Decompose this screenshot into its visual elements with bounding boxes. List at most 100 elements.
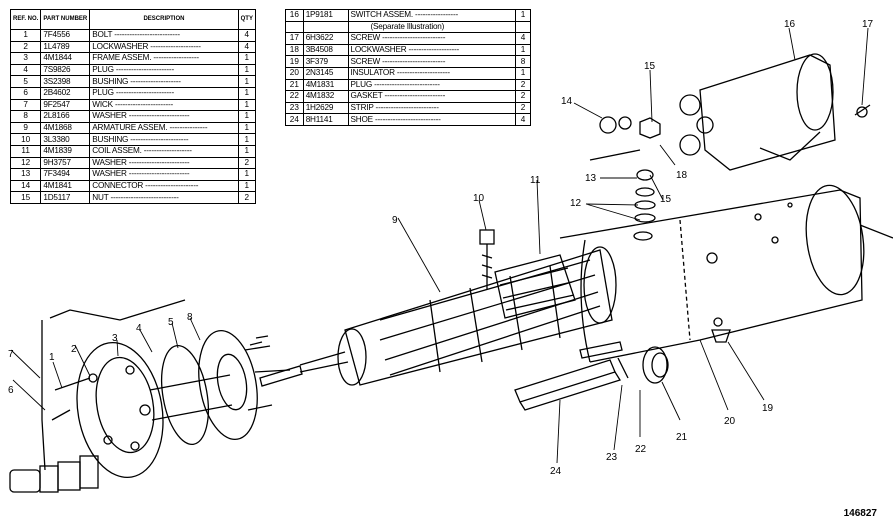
lockwasher — [88, 373, 98, 383]
motor-housing — [559, 184, 893, 363]
header-ref: REF. NO. — [9, 9, 42, 30]
qty-cell: 4 — [237, 29, 257, 42]
qty-cell — [514, 21, 532, 34]
qty-cell: 4 — [514, 32, 532, 45]
part-number-cell: 1P9181 — [302, 9, 349, 22]
description-cell: GASKET ------------------------ — [347, 90, 516, 103]
ref-cell: 7 — [9, 98, 42, 112]
part-number-cell: 1L4789 — [40, 40, 91, 54]
qty-cell: 2 — [237, 156, 257, 170]
ref-cell: 16 — [285, 9, 304, 22]
qty-cell: 2 — [237, 191, 257, 204]
ref-cell: 6 — [9, 86, 42, 100]
part-number-cell: 4M1844 — [40, 52, 91, 65]
qty-cell: 1 — [237, 75, 257, 88]
description-cell: BOLT -------------------------- — [89, 29, 239, 42]
strip — [617, 357, 629, 379]
part-number-cell: 8H1141 — [302, 113, 349, 126]
part-number-cell: 9H3757 — [40, 156, 91, 170]
ref-cell — [285, 21, 304, 34]
description-cell: BUSHING ----------------------- — [89, 133, 239, 146]
callout-5: 5 — [168, 317, 174, 328]
callout-22: 22 — [635, 444, 647, 455]
description-cell: SCREW ------------------------- — [347, 55, 516, 68]
callout-17: 17 — [862, 19, 874, 30]
qty-cell: 2 — [514, 90, 532, 103]
description-cell: WASHER ------------------------ — [89, 156, 239, 170]
ref-cell: 15 — [9, 191, 42, 204]
ref-cell: 22 — [285, 90, 304, 103]
callout-18: 18 — [676, 170, 688, 181]
plug — [651, 352, 669, 378]
ref-cell: 1 — [9, 29, 42, 42]
description-cell: LOCKWASHER -------------------- — [347, 43, 516, 57]
callout-3: 3 — [112, 333, 118, 344]
ref-cell: 4 — [9, 63, 42, 77]
oil-line — [41, 320, 46, 471]
field-shoe — [514, 359, 621, 411]
description-cell: SCREW ------------------------- — [347, 32, 516, 45]
ref-cell: 2 — [9, 40, 42, 54]
description-cell: (Separate Illustration) — [347, 21, 516, 34]
insulator — [579, 341, 623, 359]
description-cell: ARMATURE ASSEM. --------------- — [89, 121, 239, 135]
description-cell: FRAME ASSEM. ------------------ — [89, 52, 239, 65]
callout-11: 11 — [530, 175, 541, 186]
description-cell: CONNECTOR --------------------- — [89, 179, 239, 193]
part-number-cell: 3L3380 — [40, 133, 91, 146]
part-number-cell: 1D5117 — [40, 191, 91, 204]
part-number-cell: 6H3622 — [302, 32, 349, 45]
part-number-cell: 3S2398 — [40, 75, 91, 88]
description-cell: NUT --------------------------- — [89, 191, 239, 204]
header-description: DESCRIPTION — [89, 9, 239, 30]
ref-cell: 8 — [9, 110, 42, 123]
ref-cell: 3 — [9, 52, 42, 65]
oil-tube — [49, 299, 186, 321]
brush-plate — [198, 329, 291, 441]
part-number-cell: 3F379 — [302, 55, 349, 68]
part-number-cell: 7F3494 — [40, 168, 91, 181]
qty-cell: 2 — [514, 101, 532, 115]
ref-cell: 14 — [9, 179, 42, 193]
part-number-cell: 9F2547 — [40, 98, 91, 112]
qty-cell: 1 — [237, 179, 257, 193]
connector-fitting — [9, 455, 99, 493]
qty-cell: 1 — [514, 66, 532, 80]
end-frame — [76, 341, 233, 479]
ref-cell: 23 — [285, 101, 304, 115]
callout-8: 8 — [187, 312, 193, 323]
qty-cell: 2 — [514, 78, 532, 92]
callout-1: 1 — [49, 352, 55, 363]
ref-cell: 17 — [285, 32, 304, 45]
part-number-cell: 1H2629 — [302, 101, 349, 115]
callout-15-top: 15 — [644, 61, 656, 72]
qty-cell: 1 — [237, 121, 257, 135]
qty-cell: 1 — [514, 9, 532, 22]
qty-cell: 1 — [237, 86, 257, 100]
qty-cell: 4 — [514, 113, 532, 126]
wick — [51, 409, 71, 421]
description-cell: COIL ASSEM. ------------------- — [89, 144, 239, 158]
qty-cell: 1 — [514, 43, 532, 57]
qty-cell: 1 — [237, 98, 257, 112]
table-row: (Separate Illustration) — [285, 21, 532, 34]
callout-4: 4 — [136, 323, 142, 334]
callout-12: 12 — [570, 198, 582, 209]
